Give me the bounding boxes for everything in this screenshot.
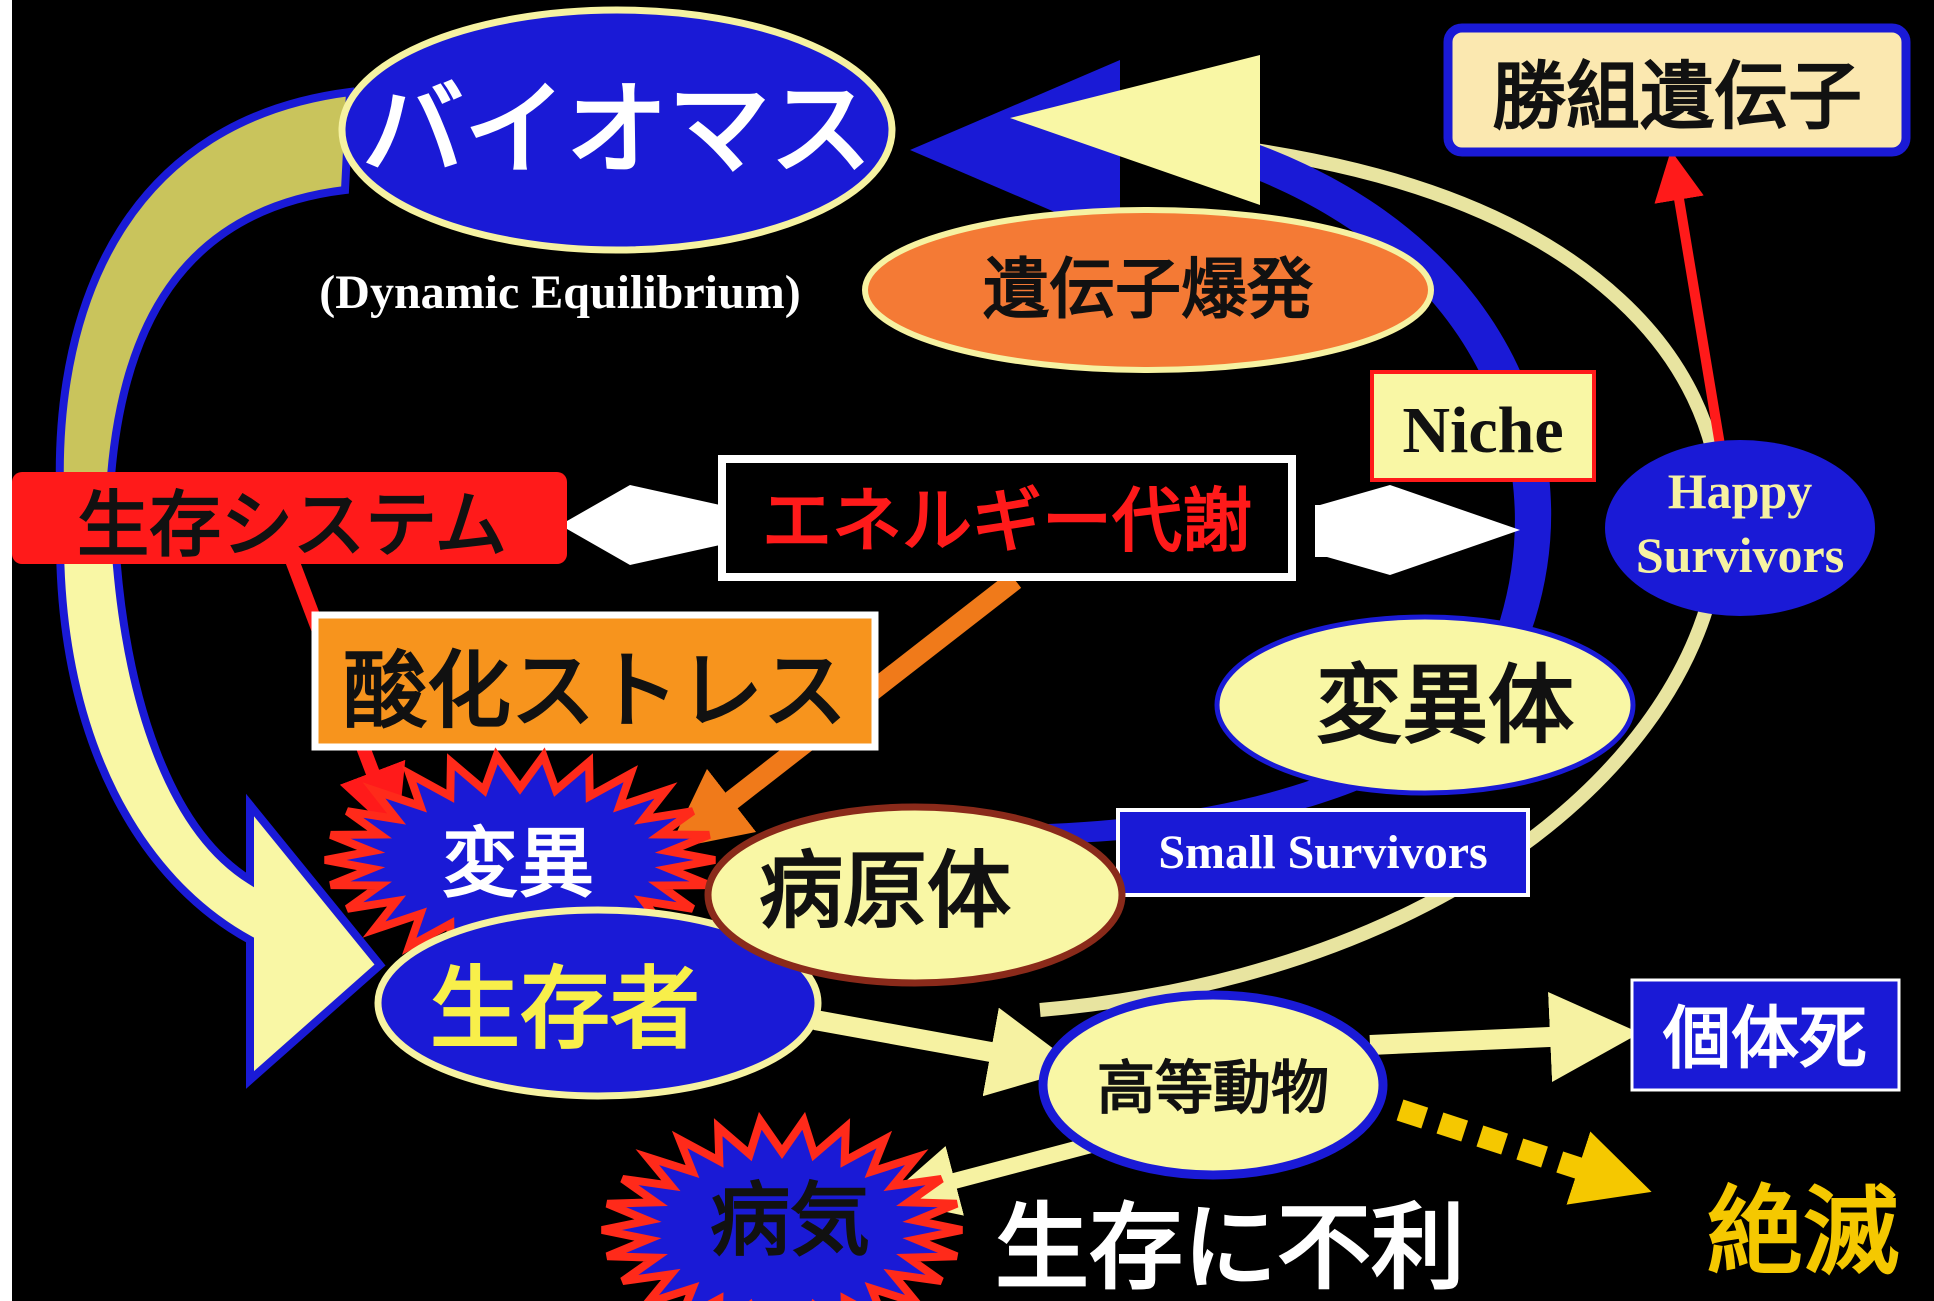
node-survival-system: 生存システム [12,472,567,567]
pathogen-label: 病原体 [759,842,1011,940]
yellow-arrowhead-to-biomass [1010,55,1260,205]
node-gene-explosion: 遺伝子爆発 [862,207,1434,373]
node-small-survivors: Small Survivors [1116,808,1530,897]
dynamic-equilibrium-label: (Dynamic Equilibrium) [319,266,800,319]
disease-burst-shape [601,1111,963,1301]
small-survivors-label: Small Survivors [1158,826,1487,879]
node-biomass: バイオマス [338,6,896,254]
node-survivor: 生存者 [374,906,822,1100]
niche-label: Niche [1402,394,1563,467]
mutation-label: 変異 [442,819,594,908]
survival-system-label: 生存システム [77,483,507,567]
node-happy-survivors: Happy Survivors [1605,440,1875,616]
node-individual-death: 個体死 [1630,978,1901,1092]
node-energy-metabolism: エネルギー代謝 [718,455,1296,581]
outer-loop-arc [1039,123,1728,1017]
node-oxidative-stress: 酸化ストレス [311,611,879,751]
node-niche: Niche [1370,370,1596,482]
arrow-higher-to-death [1369,992,1640,1082]
disease-label: 病気 [710,1174,870,1267]
arrow-survivor-to-higher [813,1007,1080,1097]
arrow-higher-to-extinction [1396,1099,1652,1205]
survivor-label: 生存者 [430,957,700,1062]
oxidative-stress-label: 酸化ストレス [343,642,847,740]
node-higher-animals: 高等動物 [1038,990,1388,1180]
mutant-label: 変異体 [1316,656,1574,756]
energy-metabolism-label: エネルギー代謝 [762,480,1252,562]
node-winner-genes: 勝組遺伝子 [1443,23,1911,157]
individual-death-label: 個体死 [1662,1000,1867,1079]
node-disease: 病気 [601,1111,963,1301]
gene-explosion-label: 遺伝子爆発 [983,251,1314,328]
arrow-higher-to-disease [885,1132,1113,1216]
happy-survivors-line2: Survivors [1636,527,1844,583]
extinction-label: 絶滅 [1707,1176,1899,1288]
winner-genes-label: 勝組遺伝子 [1492,54,1862,140]
arrow-happy-to-winner [1654,150,1725,446]
survival-disadvantage-label: 生存に不利 [995,1194,1465,1301]
node-pathogen: 病原体 [704,803,1126,987]
happy-survivors-line1: Happy [1668,463,1813,519]
biomass-label: バイオマス [362,71,872,190]
left-yellow-arrow [55,536,386,1089]
higher-animals-label: 高等動物 [1097,1054,1329,1122]
node-mutant: 変異体 [1214,614,1636,796]
white-arrow-left [560,485,720,565]
